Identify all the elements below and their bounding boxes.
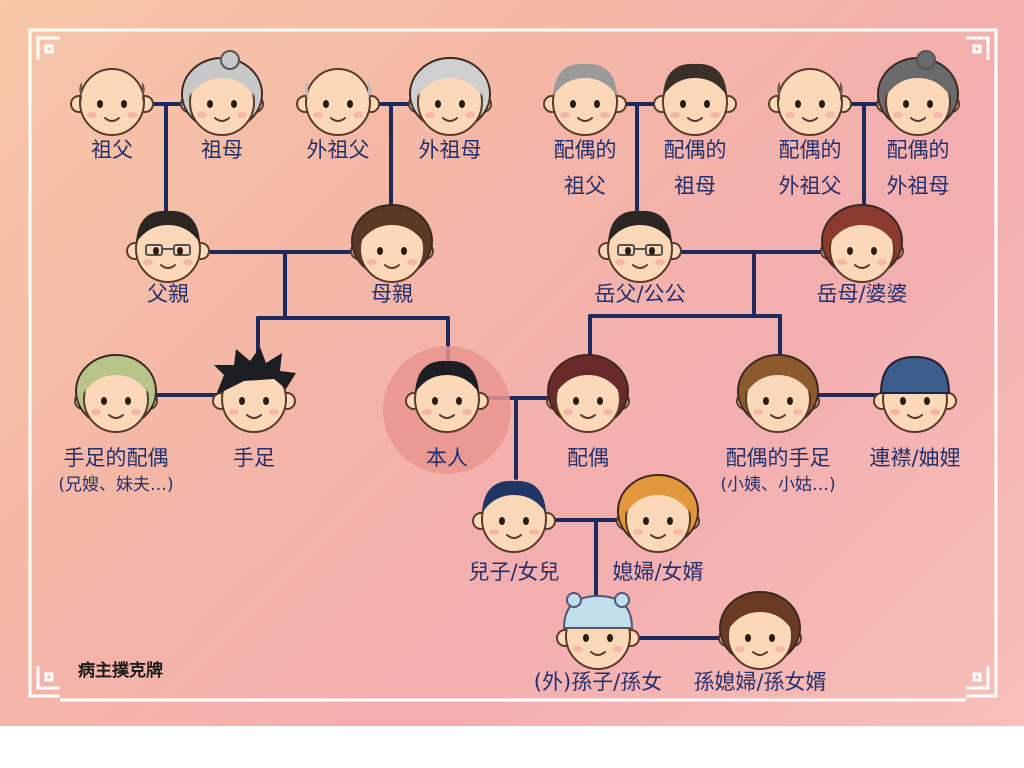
po-shouzu-sublabel: (小姨、小姑…) (720, 475, 836, 495)
zufu-label: 祖父 (91, 138, 133, 162)
po-waizufu-label-1: 配偶的 (778, 138, 842, 162)
benren-face-icon (405, 360, 489, 433)
erzi-face-icon (472, 480, 556, 553)
po-zumu-label-1: 配偶的 (663, 138, 727, 162)
zufu-face-icon (70, 68, 154, 136)
yuefu-face-icon (598, 210, 682, 283)
po-waizufu-label-2: 外祖父 (778, 174, 842, 198)
po-zumu-face-icon (653, 63, 737, 136)
yuefu-label: 岳父/公公 (594, 282, 686, 306)
fuqin-face-icon (126, 210, 210, 283)
benren-label: 本人 (426, 446, 468, 470)
po-zumu-label-2: 祖母 (674, 174, 716, 198)
po-waizumu-face-icon (876, 50, 960, 136)
sunzi-label: (外)孫子/孫女 (533, 670, 663, 694)
muqin-label: 母親 (371, 282, 413, 306)
po-zufu-face-icon (543, 63, 627, 136)
waizumu-face-icon (408, 57, 492, 136)
lianjin-label: 連襟/妯娌 (869, 446, 961, 470)
sunzi-face-icon (556, 592, 640, 670)
shouzu-face-icon (212, 347, 296, 433)
family-tree-svg (28, 28, 998, 702)
family-tree-chart: 病主撲克牌 祖父祖母外祖父外祖母配偶的祖父配偶的祖母配偶的外祖父配偶的外祖母父親… (0, 0, 1024, 726)
lianjin-face-icon (873, 355, 957, 433)
shouzu-po-face-icon (74, 354, 158, 433)
po-shouzu-label: 配偶的手足 (725, 446, 831, 470)
po-shouzu-face-icon (736, 354, 820, 433)
xifu-face-icon (616, 474, 700, 553)
sunxifu-label: 孫媳婦/孫女婿 (693, 670, 827, 694)
po-zufu-label-1: 配偶的 (553, 138, 617, 162)
peiou-face-icon (546, 354, 630, 433)
po-waizumu-label-1: 配偶的 (886, 138, 950, 162)
po-zufu-label-2: 祖父 (564, 174, 606, 198)
shouzu-po-label: 手足的配偶 (63, 446, 169, 470)
waizufu-face-icon (296, 68, 380, 136)
waizufu-label: 外祖父 (306, 138, 370, 162)
sunxifu-face-icon (718, 591, 802, 670)
yuemu-face-icon (820, 204, 904, 283)
muqin-face-icon (350, 204, 434, 283)
erzi-label: 兒子/女兒 (468, 560, 560, 584)
yuemu-label: 岳母/婆婆 (816, 282, 908, 306)
decorative-border (28, 28, 998, 702)
shouzu-label: 手足 (233, 446, 275, 470)
shouzu-po-sublabel: (兄嫂、妹夫…) (58, 475, 174, 495)
xifu-label: 媳婦/女婿 (612, 560, 704, 584)
fuqin-label: 父親 (147, 282, 189, 306)
peiou-label: 配偶 (567, 446, 609, 470)
waizumu-label: 外祖母 (418, 138, 482, 162)
connector-lines (148, 102, 884, 640)
zumu-face-icon (180, 50, 264, 136)
po-waizufu-face-icon (768, 68, 852, 136)
po-waizumu-label-2: 外祖母 (886, 174, 950, 198)
zumu-label: 祖母 (201, 138, 243, 162)
watermark-logo: 病主撲克牌 (78, 661, 163, 681)
